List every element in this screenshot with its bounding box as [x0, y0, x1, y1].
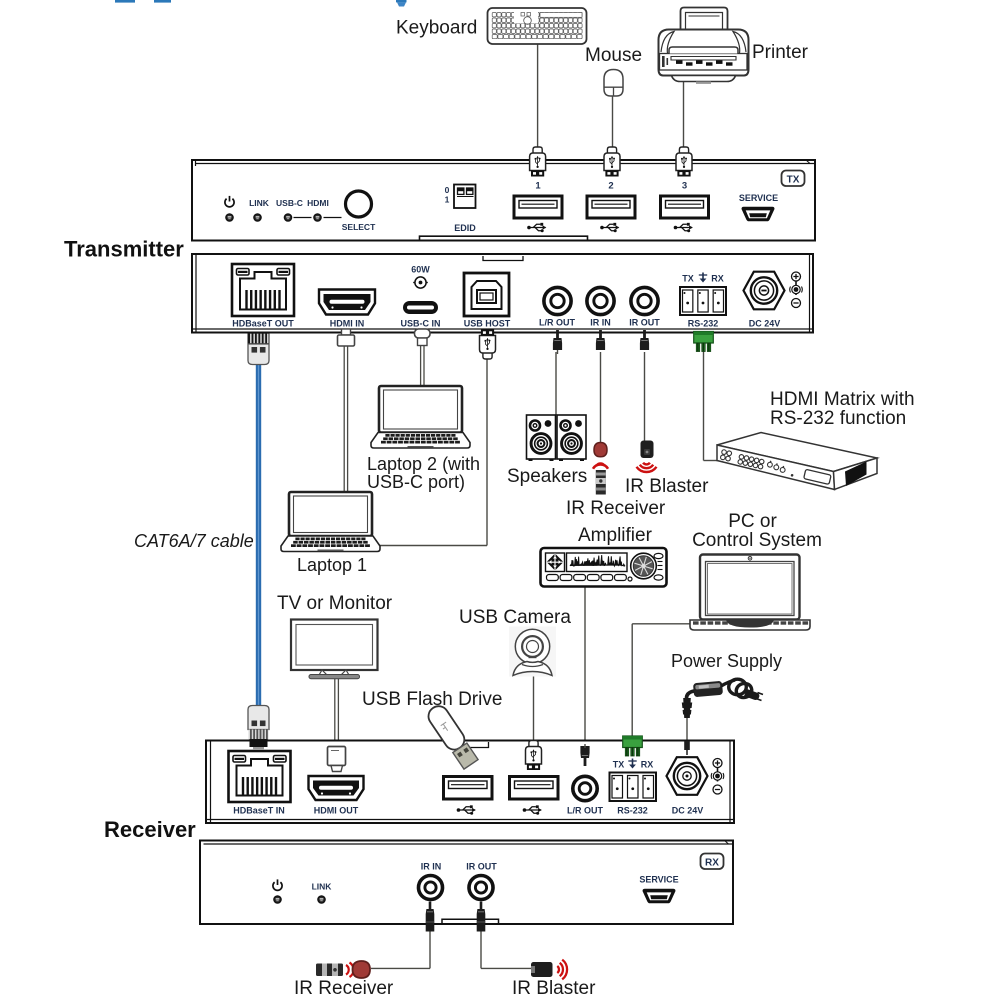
- svg-text:HDMI Matrix with: HDMI Matrix with: [770, 389, 915, 410]
- svg-text:Receiver: Receiver: [104, 817, 196, 842]
- svg-text:USB-C IN: USB-C IN: [401, 319, 441, 329]
- svg-text:IR Receiver: IR Receiver: [566, 498, 666, 519]
- svg-text:SELECT: SELECT: [342, 222, 376, 232]
- svg-text:60W: 60W: [411, 265, 430, 275]
- svg-text:HDMI OUT: HDMI OUT: [314, 806, 359, 816]
- svg-text:HDBaseT IN: HDBaseT IN: [233, 806, 285, 816]
- svg-text:RX: RX: [711, 274, 724, 284]
- svg-text:Mouse: Mouse: [585, 45, 642, 66]
- svg-text:IR Blaster: IR Blaster: [625, 476, 709, 497]
- svg-text:IR Blaster: IR Blaster: [512, 978, 596, 999]
- svg-text:PC or: PC or: [728, 511, 777, 532]
- svg-text:USB-C: USB-C: [276, 198, 303, 208]
- svg-text:L/R OUT: L/R OUT: [539, 318, 575, 328]
- svg-text:HDMI: HDMI: [307, 198, 329, 208]
- svg-text:RS-232: RS-232: [688, 319, 719, 329]
- svg-text:RX: RX: [641, 760, 654, 770]
- svg-text:USB Camera: USB Camera: [459, 607, 571, 628]
- svg-text:TX: TX: [682, 274, 694, 284]
- svg-text:IR IN: IR IN: [590, 318, 611, 328]
- svg-text:USB-C port): USB-C port): [367, 472, 465, 492]
- svg-text:1: 1: [535, 181, 541, 192]
- svg-text:Printer: Printer: [752, 42, 809, 63]
- svg-text:CAT6A/7 cable: CAT6A/7 cable: [134, 531, 254, 551]
- svg-text:DC 24V: DC 24V: [672, 806, 704, 816]
- svg-text:USB Flash Drive: USB Flash Drive: [362, 689, 502, 710]
- svg-text:USB HOST: USB HOST: [464, 319, 511, 329]
- svg-text:0: 0: [445, 185, 450, 195]
- svg-text:RX: RX: [705, 858, 719, 869]
- svg-text:HDMI IN: HDMI IN: [330, 319, 365, 329]
- svg-text:LINK: LINK: [312, 882, 333, 892]
- svg-text:Transmitter: Transmitter: [64, 237, 184, 262]
- svg-text:IR Receiver: IR Receiver: [294, 978, 394, 999]
- svg-text:EDID: EDID: [454, 223, 476, 233]
- svg-text:Speakers: Speakers: [507, 466, 587, 487]
- svg-text:TV or Monitor: TV or Monitor: [277, 593, 393, 614]
- svg-text:IR OUT: IR OUT: [629, 318, 660, 328]
- svg-text:HDBaseT OUT: HDBaseT OUT: [232, 319, 294, 329]
- svg-text:RS-232: RS-232: [617, 806, 648, 816]
- svg-text:LINK: LINK: [249, 198, 270, 208]
- svg-text:2: 2: [608, 181, 613, 192]
- svg-text:SERVICE: SERVICE: [739, 193, 778, 203]
- svg-text:Laptop 1: Laptop 1: [297, 555, 367, 575]
- svg-text:Laptop 2 (with: Laptop 2 (with: [367, 454, 480, 474]
- svg-text:TX: TX: [613, 760, 625, 770]
- svg-text:TX: TX: [787, 175, 800, 186]
- svg-text:Amplifier: Amplifier: [578, 525, 653, 546]
- svg-text:DC 24V: DC 24V: [749, 319, 781, 329]
- svg-text:Power Supply: Power Supply: [671, 651, 782, 671]
- svg-text:SERVICE: SERVICE: [639, 875, 678, 885]
- svg-text:RS-232 function: RS-232 function: [770, 408, 906, 429]
- svg-text:Keyboard: Keyboard: [396, 18, 477, 39]
- svg-text:Control System: Control System: [692, 530, 822, 551]
- svg-text:3: 3: [682, 181, 687, 192]
- svg-text:IR OUT: IR OUT: [466, 862, 497, 872]
- svg-text:1: 1: [445, 195, 450, 205]
- svg-text:L/R OUT: L/R OUT: [567, 806, 603, 816]
- svg-text:IR IN: IR IN: [421, 862, 442, 872]
